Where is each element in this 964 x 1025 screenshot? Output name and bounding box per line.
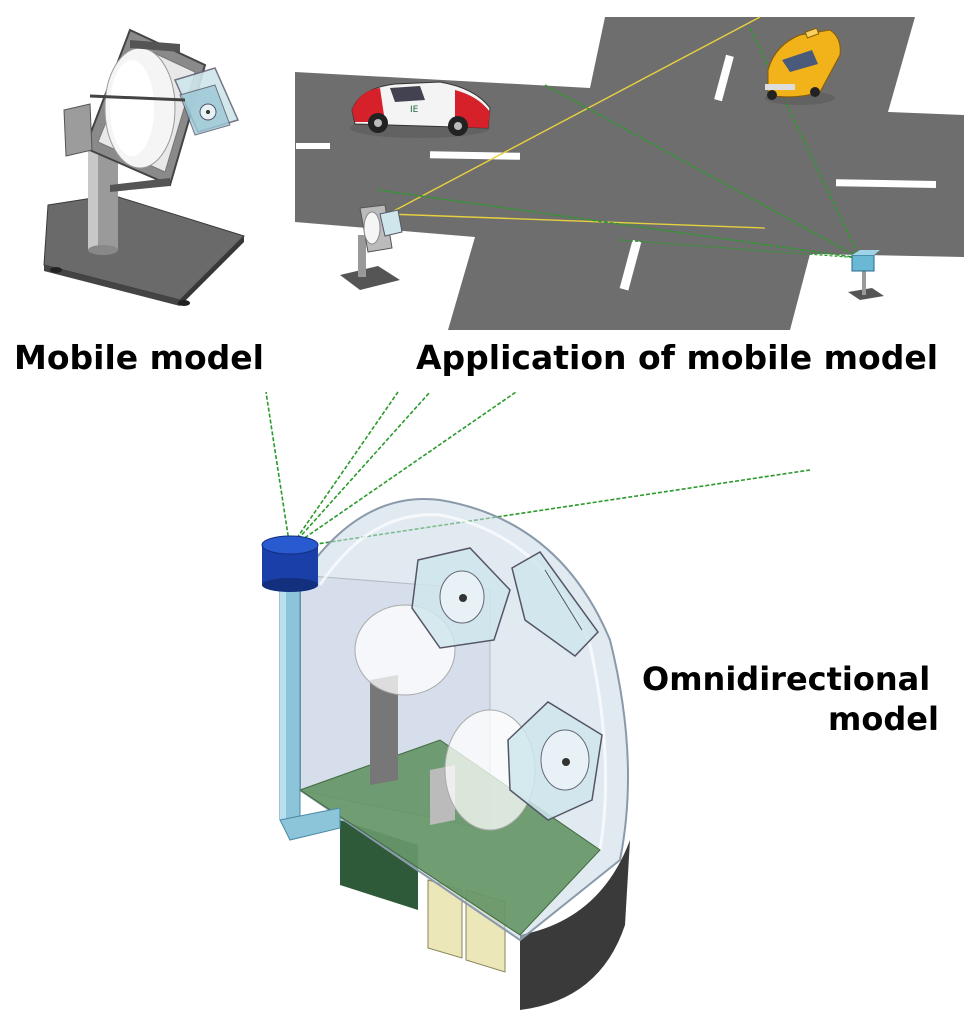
application-scene-illustration: IE <box>295 16 964 330</box>
camera-cube-icon <box>411 547 511 649</box>
mobile-model-illustration <box>43 28 245 306</box>
svg-text:IE: IE <box>410 105 419 115</box>
omnidirectional-caption-line2: model <box>828 700 939 738</box>
omni-camera-head-icon <box>261 535 319 592</box>
camera-cube-icon <box>511 551 599 657</box>
omnidirectional-caption-line1: Omnidirectional <box>642 660 931 698</box>
camera-cube-icon <box>507 701 603 821</box>
omni-sensor-small-icon <box>848 250 884 300</box>
mobile-model-caption: Mobile model <box>14 338 264 377</box>
taxi-icon <box>765 27 841 105</box>
application-caption: Application of mobile model <box>416 338 939 377</box>
mobile-sensor-small-icon <box>340 204 403 290</box>
race-car-icon: IE <box>350 81 491 138</box>
omnidirectional-model-illustration <box>261 391 811 1010</box>
